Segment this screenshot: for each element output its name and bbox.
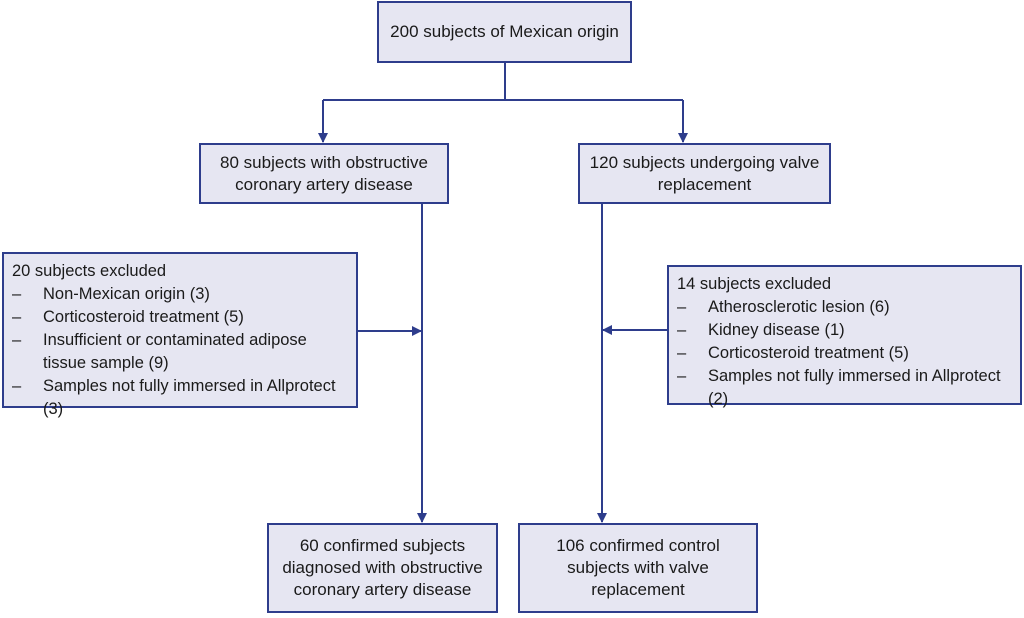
right-group-box: 120 subjects undergoing valve replacemen…	[578, 143, 831, 204]
left-exclusion-item: Samples not fully immersed in Allprotect…	[12, 375, 348, 421]
right-exclusion-item: Atherosclerotic lesion (6)	[677, 296, 1012, 319]
top-box-line: 200 subjects of Mexican origin	[390, 22, 619, 41]
left-group-box: 80 subjects with obstructive coronary ar…	[199, 143, 449, 204]
left-result-line-2: diagnosed with obstructive	[282, 558, 483, 577]
left-exclusion-item: Non-Mexican origin (3)	[12, 283, 348, 306]
left-group-line-2: coronary artery disease	[235, 174, 413, 194]
right-exclusion-item: Kidney disease (1)	[677, 319, 1012, 342]
right-result-box: 106 confirmed control subjects with valv…	[518, 523, 758, 613]
top-box: 200 subjects of Mexican origin	[377, 1, 632, 63]
left-result-box: 60 confirmed subjects diagnosed with obs…	[267, 523, 498, 613]
right-exclusion-item: Samples not fully immersed in Allprotect…	[677, 365, 1012, 411]
left-exclusion-title: 20 subjects excluded	[12, 262, 167, 280]
left-group-line-1: 80 subjects with obstructive	[220, 152, 428, 172]
right-group-line-1: 120 subjects undergoing valve	[589, 152, 820, 172]
left-result-line-3: coronary artery disease	[293, 580, 472, 599]
left-exclusion-item: Corticosteroid treatment (5)	[12, 306, 348, 329]
right-result-line-3: replacement	[591, 580, 685, 599]
left-exclusion-item: Insufficient or contaminated adipose tis…	[12, 329, 348, 375]
right-result-line-1: 106 confirmed control	[556, 536, 720, 555]
right-group-line-2: replacement	[657, 174, 752, 194]
right-exclusion-item: Corticosteroid treatment (5)	[677, 342, 1012, 365]
left-exclusion-box: 20 subjects excluded Non-Mexican origin …	[2, 252, 358, 418]
right-result-line-2: subjects with valve	[567, 558, 709, 577]
left-result-line-1: 60 confirmed subjects	[299, 536, 466, 555]
right-exclusion-box: 14 subjects excluded Atherosclerotic les…	[667, 265, 1022, 408]
right-exclusion-title: 14 subjects excluded	[677, 275, 832, 293]
